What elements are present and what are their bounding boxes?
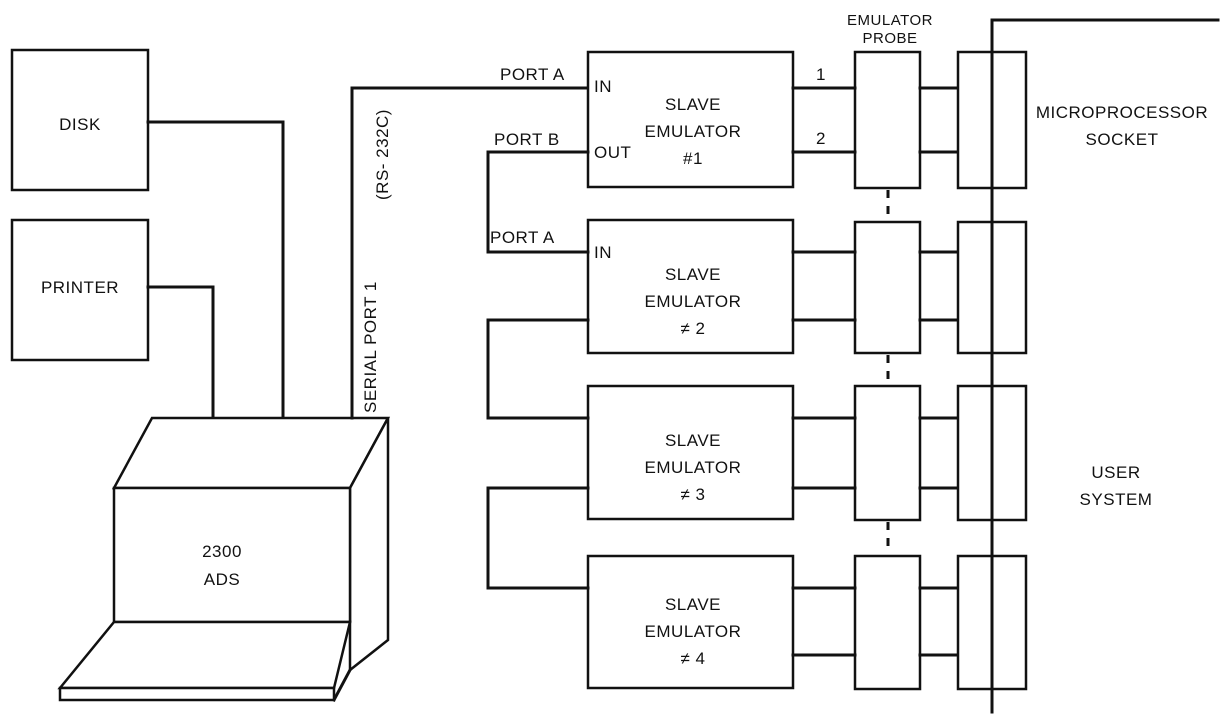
emulator-probe-4 <box>853 554 922 691</box>
serial-port-label: SERIAL PORT 1 <box>361 281 380 413</box>
socket-label-line2: SOCKET <box>1086 130 1159 149</box>
ads-keyboard-side <box>331 667 353 703</box>
chain-3-to-4 <box>486 486 590 590</box>
slave-1-number: #1 <box>683 149 703 168</box>
slave-emulator-4 <box>586 554 795 690</box>
disk-cable <box>146 120 285 420</box>
emulator-probe-label-line1: EMULATOR <box>847 12 933 29</box>
emulator-probe-1 <box>853 50 922 190</box>
slave-emulator-3 <box>586 384 795 521</box>
ads-keyboard <box>57 620 352 690</box>
ads-keyboard-edge <box>58 686 336 702</box>
slave-2-line1: SLAVE <box>665 265 721 284</box>
disk-label: DISK <box>59 115 101 134</box>
chain-1-to-2 <box>486 150 590 254</box>
printer-cable <box>146 285 215 420</box>
port-b-label: PORT B <box>494 130 560 149</box>
slave-1-line1: SLAVE <box>665 95 721 114</box>
printer-box <box>10 218 150 362</box>
ads-label-line2: ADS <box>204 570 240 589</box>
user-system-label-line1: USER <box>1091 463 1140 482</box>
slave-emulator-2 <box>586 218 795 355</box>
slave-2-line2: EMULATOR <box>645 292 742 311</box>
ads-top-face <box>111 416 391 490</box>
channel-1-label: 1 <box>816 65 826 84</box>
slave-4-number: ≠ 4 <box>680 649 705 668</box>
slave-1-line2: EMULATOR <box>645 122 742 141</box>
user-system-boundary <box>990 18 1220 714</box>
serial-cable <box>350 86 590 420</box>
port-a-label-2: PORT A <box>490 228 555 247</box>
ads-terminal <box>57 416 391 703</box>
slave-emulator-1 <box>586 50 795 189</box>
user-system-label-line2: SYSTEM <box>1080 490 1153 509</box>
emulator-probe-2 <box>853 220 922 355</box>
emulator-probe-label-line2: PROBE <box>862 30 917 47</box>
slave-3-line1: SLAVE <box>665 431 721 450</box>
slave-2-number: ≠ 2 <box>680 319 705 338</box>
channel-2-label: 2 <box>816 129 826 148</box>
rs232-label: (RS- 232C) <box>373 109 392 200</box>
slave-4-line2: EMULATOR <box>645 622 742 641</box>
in-label-1: IN <box>594 77 612 96</box>
chain-2-to-3 <box>486 318 590 420</box>
slave-3-number: ≠ 3 <box>680 485 705 504</box>
slave-4-line1: SLAVE <box>665 595 721 614</box>
ads-front-face <box>112 486 352 624</box>
printer-label: PRINTER <box>41 278 119 297</box>
in-label-2: IN <box>594 243 612 262</box>
port-a-label-1: PORT A <box>500 65 565 84</box>
disk-box <box>10 48 150 192</box>
out-label-1: OUT <box>594 143 631 162</box>
ads-label-line1: 2300 <box>202 542 242 561</box>
slave-3-line2: EMULATOR <box>645 458 742 477</box>
socket-label-line1: MICROPROCESSOR <box>1036 103 1208 122</box>
emulator-probe-3 <box>853 384 922 522</box>
